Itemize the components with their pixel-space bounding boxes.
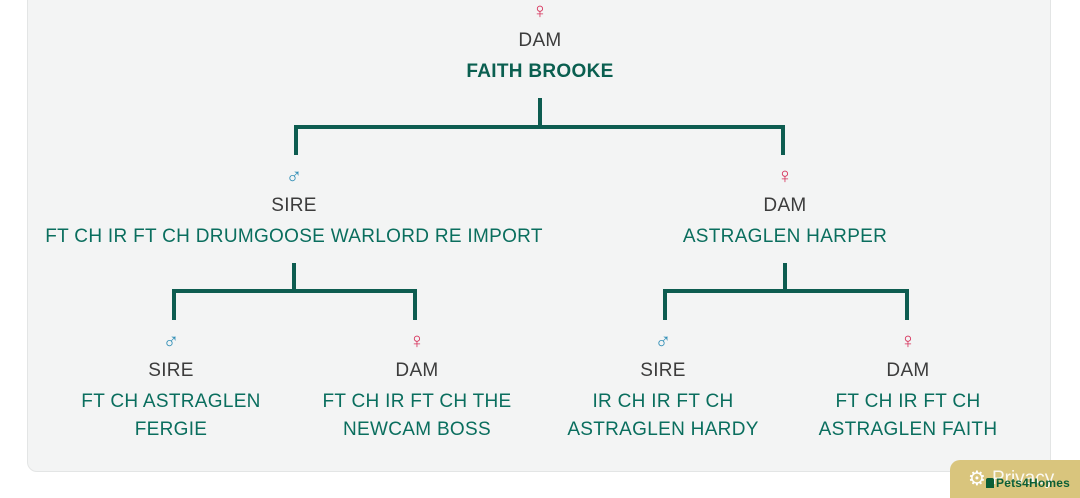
node-name-line: FT CH IR FT CH [835,391,981,412]
node-role: SIRE [148,360,194,381]
node-name: FT CH IR FT CH THE NEWCAM BOSS [322,388,511,444]
node-role: SIRE [271,195,317,216]
male-icon: ♂ [285,163,303,188]
node-name: ASTRAGLEN HARPER [682,226,888,247]
node-name-line: ASTRAGLEN FAITH [818,419,998,440]
pedigree-node-dam: ♀ DAM ASTRAGLEN HARPER [683,165,887,251]
female-icon: ♀ [531,0,549,23]
node-name-line: FT CH IR FT CH THE [322,391,512,412]
node-role: SIRE [640,360,686,381]
female-icon: ♀ [776,163,794,188]
node-role: DAM [518,30,562,51]
node-name-line: ASTRAGLEN HARDY [567,419,759,440]
privacy-button[interactable]: ⚙ Privacy [950,460,1080,498]
pedigree-card [27,0,1051,472]
node-role: DAM [395,360,439,381]
brand-label: Pets4Homes [996,476,1071,490]
male-icon: ♂ [654,328,672,353]
node-name: IR CH IR FT CH ASTRAGLEN HARDY [567,388,758,444]
pedigree-node-sire: ♂ SIRE FT CH IR FT CH DRUMGOOSE WARLORD … [45,165,542,251]
node-role: DAM [763,195,807,216]
node-name-line: NEWCAM BOSS [343,419,491,440]
brand-logo: Pets4Homes [986,476,1070,490]
male-icon: ♂ [162,328,180,353]
female-icon: ♀ [408,328,426,353]
house-icon [986,478,994,488]
node-name: FT CH IR FT CH ASTRAGLEN FAITH [819,388,998,444]
female-icon: ♀ [899,328,917,353]
node-name-line: FERGIE [134,419,208,440]
node-name-line: IR CH IR FT CH [592,391,734,412]
node-name: FT CH ASTRAGLEN FERGIE [81,388,260,444]
pedigree-node-sire-dam: ♀ DAM FT CH IR FT CH THE NEWCAM BOSS [322,330,511,444]
node-name: FT CH IR FT CH DRUMGOOSE WARLORD RE IMPO… [45,226,543,247]
node-role: DAM [886,360,930,381]
pedigree-node-sire-sire: ♂ SIRE FT CH ASTRAGLEN FERGIE [81,330,260,444]
node-name: FAITH BROOKE [466,61,614,82]
gear-icon: ⚙ [968,468,986,490]
node-name-line: FT CH ASTRAGLEN [81,391,261,412]
privacy-label: Privacy [991,468,1055,489]
pedigree-node-dam-sire: ♂ SIRE IR CH IR FT CH ASTRAGLEN HARDY [567,330,758,444]
pedigree-node-dam-dam: ♀ DAM FT CH IR FT CH ASTRAGLEN FAITH [819,330,998,444]
pedigree-node-root: ♀ DAM FAITH BROOKE [466,0,613,86]
